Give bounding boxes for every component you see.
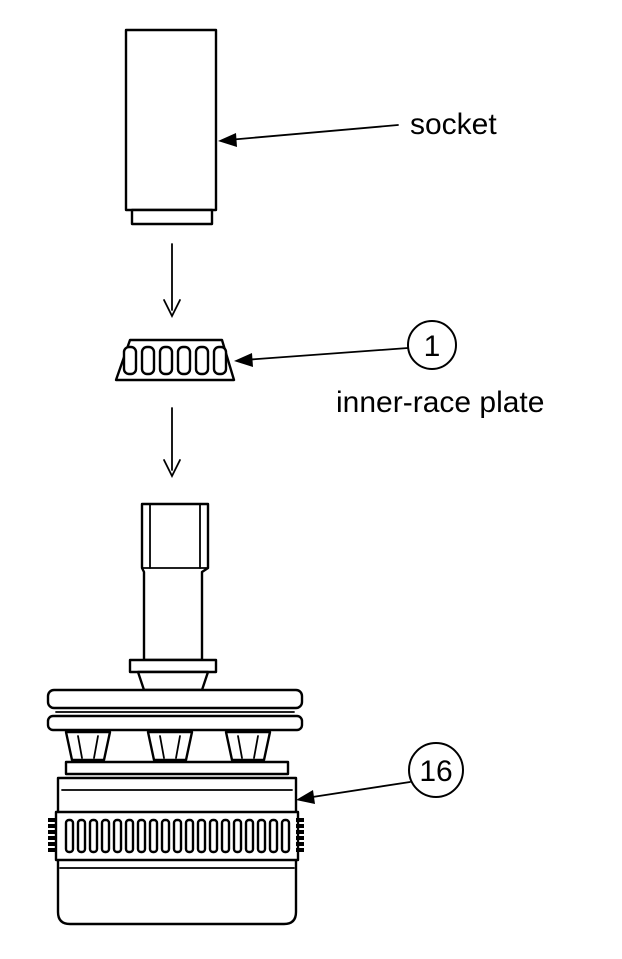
bearing-roller [64,730,112,762]
down-arrow-2 [163,407,181,479]
cup-slot [100,818,111,854]
callout-16: 16 [408,742,464,798]
plate-roller [176,345,192,376]
plate-roller [194,345,210,376]
down-arrow-1 [163,243,181,319]
cup-slot [208,818,219,854]
shaft [128,502,218,692]
plate-roller [122,345,138,376]
assembly-leader [296,781,411,804]
bearing-assembly [46,688,304,926]
inner-race-plate-leader [234,347,409,367]
cup-slot [184,818,195,854]
cup-slot [196,818,207,854]
socket-part [124,28,218,226]
plate-roller [140,345,156,376]
cup-slot [124,818,135,854]
cup-slot [232,818,243,854]
callout-16-number: 16 [419,755,452,788]
bearing-roller [224,730,272,762]
inner-race-plate-part [114,338,236,382]
cup-slot [148,818,159,854]
socket-leader [218,124,399,147]
callout-1-number: 1 [424,330,441,363]
cup-slot [76,818,87,854]
cup-slot [172,818,183,854]
cup-slot [268,818,279,854]
inner-race-plate-label: inner-race plate [336,386,544,419]
cup-slot [64,818,75,854]
bearing-roller [146,730,194,762]
cup-slot [160,818,171,854]
cup-slot [280,818,291,854]
cup-slot [244,818,255,854]
plate-roller [158,345,174,376]
callout-1: 1 [407,320,457,370]
cup-slot [88,818,99,854]
cup-slot [220,818,231,854]
cup-slot [256,818,267,854]
cup-slot [112,818,123,854]
socket-label: socket [410,108,497,141]
plate-roller [212,345,228,376]
cup-slot [136,818,147,854]
